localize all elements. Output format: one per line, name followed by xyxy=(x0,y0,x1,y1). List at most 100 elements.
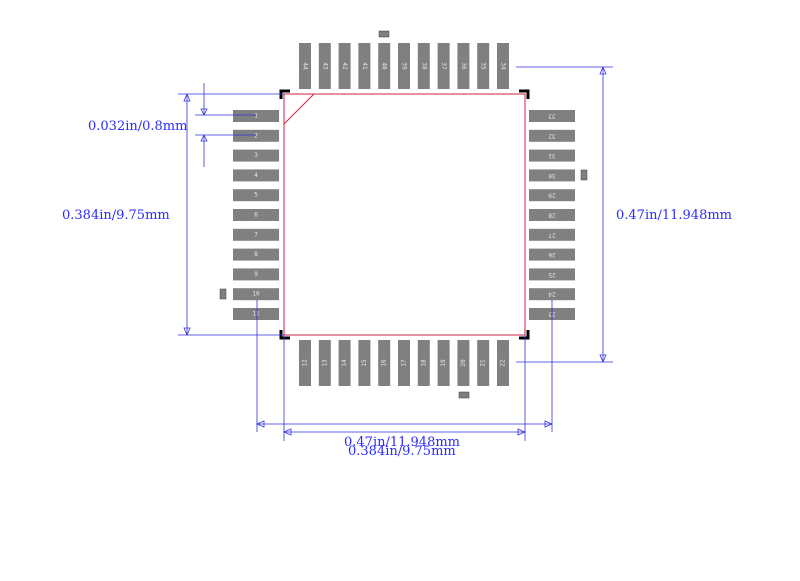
pin-number-8: 8 xyxy=(254,251,258,258)
pin-number-33: 33 xyxy=(548,113,556,120)
pad-top-34 xyxy=(497,43,509,89)
dimension-lines xyxy=(178,65,613,441)
pad-right-33 xyxy=(529,110,575,122)
pin-number-37: 37 xyxy=(440,62,447,70)
pad-left-6 xyxy=(233,209,279,221)
pin-number-28: 28 xyxy=(548,212,556,219)
pin-number-21: 21 xyxy=(480,359,487,367)
pin-number-40: 40 xyxy=(381,62,388,70)
total-height-label: 0.47in/11.948mm xyxy=(616,208,732,223)
pin-number-36: 36 xyxy=(460,62,467,70)
pad-bottom-22 xyxy=(497,340,509,386)
pitch-arrowhead-bottom xyxy=(200,134,208,142)
pad-bottom-20 xyxy=(457,340,470,386)
orientation-markers xyxy=(219,30,588,399)
pad-left-10 xyxy=(233,288,279,301)
pad-right-27 xyxy=(529,228,575,241)
pin-number-26: 26 xyxy=(548,251,556,258)
pitch-label: 0.032in/0.8mm xyxy=(88,119,187,134)
pad-left-9 xyxy=(233,268,279,281)
pin-number-24: 24 xyxy=(548,291,556,298)
pad-top-42 xyxy=(338,43,351,89)
body-width-label: 0.384in/9.75mm xyxy=(348,444,456,459)
pad-bottom-13 xyxy=(318,340,331,386)
pin-number-7: 7 xyxy=(254,231,258,238)
corner-mark-top-left xyxy=(279,89,290,99)
pad-bottom-16 xyxy=(378,340,391,386)
pad-right-26 xyxy=(529,248,575,261)
body-width-arrow-left xyxy=(282,428,292,436)
pin-number-17: 17 xyxy=(401,359,408,367)
body-width-arrow-right xyxy=(517,428,527,436)
pin-number-32: 32 xyxy=(548,132,556,139)
marker-left xyxy=(219,288,227,300)
body-height-arrow-top xyxy=(183,92,191,102)
marker-top xyxy=(378,30,390,38)
corner-mark-top-right xyxy=(519,89,530,99)
total-width-arrow-right xyxy=(544,420,554,428)
pin-number-10: 10 xyxy=(252,291,260,298)
body-height-arrow-bottom xyxy=(183,327,191,337)
corner-mark-bottom-right xyxy=(519,330,530,340)
pad-top-39 xyxy=(398,43,410,89)
pad-right-24 xyxy=(529,288,575,301)
pin1-chamfer-line xyxy=(283,93,315,125)
pad-right-28 xyxy=(529,209,575,221)
marker-right xyxy=(580,169,588,181)
pin-number-41: 41 xyxy=(361,62,368,70)
pin-number-43: 43 xyxy=(321,62,328,70)
pad-bottom-17 xyxy=(398,340,410,386)
marker-bottom xyxy=(458,391,470,399)
pad-top-35 xyxy=(477,43,490,89)
pin-number-35: 35 xyxy=(480,62,487,70)
total-height-arrow-bottom xyxy=(599,354,607,364)
corner-mark-bottom-left xyxy=(279,330,290,340)
pin-number-12: 12 xyxy=(302,359,309,367)
pin-number-31: 31 xyxy=(548,152,556,159)
pin-number-11: 11 xyxy=(252,311,260,318)
corner-marks xyxy=(279,89,530,340)
pad-top-40 xyxy=(378,43,391,89)
pad-left-8 xyxy=(233,248,279,261)
pin-number-42: 42 xyxy=(341,62,348,70)
pad-bottom-21 xyxy=(477,340,490,386)
pad-left-4 xyxy=(233,169,279,182)
pad-bottom-15 xyxy=(358,340,371,386)
pin-number-19: 19 xyxy=(440,359,447,367)
pad-left-2 xyxy=(233,129,279,142)
pad-top-41 xyxy=(358,43,371,89)
pin-number-6: 6 xyxy=(254,212,258,219)
body-height-label: 0.384in/9.75mm xyxy=(62,208,170,223)
pin-number-3: 3 xyxy=(254,152,258,159)
pad-bottom-19 xyxy=(437,340,450,386)
pad-left-1 xyxy=(233,110,279,122)
pin-number-13: 13 xyxy=(321,359,328,367)
total-width-label: 0.47in/11.948mm xyxy=(344,435,460,450)
pin-number-34: 34 xyxy=(500,62,507,70)
pin-number-39: 39 xyxy=(401,62,408,70)
pin-number-22: 22 xyxy=(500,359,507,367)
pin-number-5: 5 xyxy=(254,192,258,199)
pin-number-44: 44 xyxy=(302,62,309,70)
pad-right-25 xyxy=(529,268,575,281)
pin-number-18: 18 xyxy=(420,359,427,367)
pad-bottom-14 xyxy=(338,340,351,386)
package-body xyxy=(283,93,526,336)
pin-number-29: 29 xyxy=(548,192,556,199)
pitch-arrowhead-top xyxy=(200,108,208,116)
pin-number-9: 9 xyxy=(254,271,258,278)
pin-number-16: 16 xyxy=(381,359,388,367)
pad-right-30 xyxy=(529,169,575,182)
pin-number-20: 20 xyxy=(460,359,467,367)
pin-number-27: 27 xyxy=(548,231,556,238)
pad-left-5 xyxy=(233,189,279,202)
pad-top-44 xyxy=(299,43,311,89)
pin-number-1: 1 xyxy=(254,113,258,120)
pad-bottom-18 xyxy=(417,340,430,386)
body-outline xyxy=(283,93,526,336)
pad-left-3 xyxy=(233,149,279,162)
pad-bottom-12 xyxy=(299,340,311,386)
pin-number-14: 14 xyxy=(341,359,348,367)
pin-number-38: 38 xyxy=(420,62,427,70)
